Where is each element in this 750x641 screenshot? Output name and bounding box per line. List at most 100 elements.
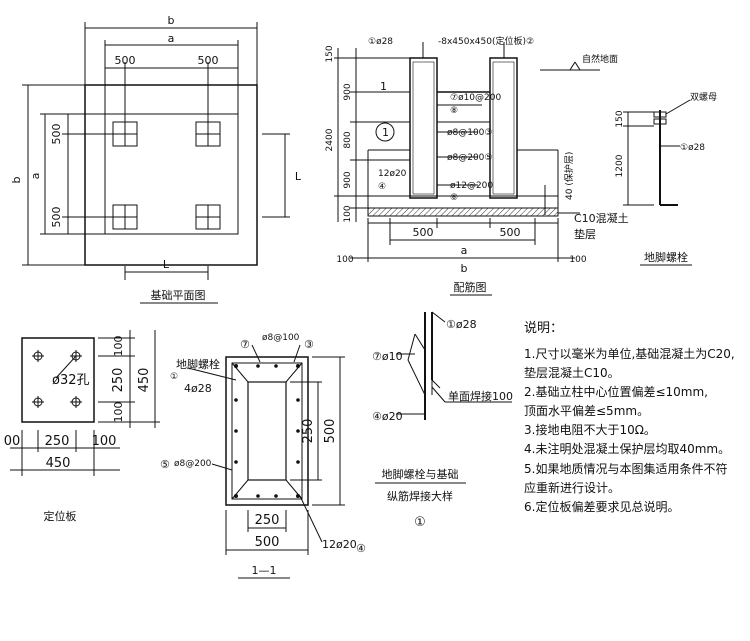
- rebar-label-cover: 40 (保护层): [563, 152, 575, 200]
- section-label-stirrup: ø8@100: [262, 333, 300, 343]
- rebar-label-stirrup-top: ⑦ø10@200: [450, 93, 501, 103]
- rebar-column-right: [489, 57, 518, 199]
- design-notes: 说明： 1.尺寸以毫米为单位,基础混凝土为C20, 垫层混凝土C10。 2.基础…: [524, 320, 746, 518]
- notes-item: 顶面水平偏差≤5mm。: [524, 404, 650, 419]
- rebar-label-bottom-num: ⑥: [450, 193, 458, 203]
- anchor-bolt-text: 双螺母 ①ø28 150 1200 地脚螺栓: [615, 92, 717, 264]
- rebar-label-stirrup-mid: ø8@100③: [447, 128, 492, 138]
- rebar-dim-a: a: [461, 244, 468, 257]
- section-label-bolt-spec: 4ø28: [184, 382, 212, 395]
- plan-inner-square: [104, 113, 239, 235]
- rebar-dim-900-bottom: 900: [343, 171, 353, 188]
- plate-title: 定位板: [44, 509, 77, 523]
- rebar-label-spacer: ø8@200⑤: [447, 153, 492, 163]
- plan-dim-500-side-bottom: 500: [50, 207, 63, 228]
- rebar-drawing: [334, 42, 600, 262]
- rebar-dim-500-left: 500: [413, 226, 434, 239]
- plate-dim-250-side: 250: [111, 368, 126, 393]
- rebar-dim-100-side: 100: [343, 205, 353, 222]
- section-title: 1—1: [252, 564, 277, 577]
- plan-dim-l-right: L: [295, 170, 302, 183]
- notes-item: 垫层混凝土C10。: [524, 365, 620, 380]
- plate-dim-100-top: 100: [112, 336, 125, 357]
- weld-label-weld: 单面焊接100: [448, 389, 513, 403]
- weld-title-line1: 地脚螺栓与基础: [382, 467, 459, 481]
- rebar-dim-100-right: 100: [569, 255, 586, 265]
- plan-outer-square: [84, 84, 258, 266]
- section-label-main: 12ø20: [322, 538, 357, 551]
- rebar-drawing-text: ①ø28 -8x450x450(定位板)② 自然地面 1 1 ⑦ø10@200 …: [325, 35, 629, 294]
- rebar-dim-2400: 2400: [325, 128, 335, 151]
- weld-detail-text: ①ø28 ⑦ø10 ④ø20 单面焊接100 地脚螺栓与基础 纵筋焊接大样 ①: [372, 318, 513, 530]
- weld-title-line2: 纵筋焊接大样: [387, 489, 453, 503]
- section-label-spacer: ø8@200: [174, 459, 212, 469]
- plan-dim-a-top: a: [168, 32, 175, 45]
- plan-title: 基础平面图: [151, 289, 206, 302]
- section-label-7: ⑦: [240, 338, 250, 351]
- notes-heading: 说明：: [524, 321, 564, 336]
- rebar-dim-800: 800: [343, 131, 353, 148]
- plan-dim-500-side-top: 500: [50, 124, 63, 145]
- rebar-dim-500-right: 500: [500, 226, 521, 239]
- plate-dim-450-side: 450: [137, 368, 152, 393]
- positioning-plate: [10, 330, 160, 476]
- section-1-1-text: 地脚螺栓 ① 4ø28 ⑦ ø8@100 ③ ⑤ ø8@200 12ø20 ④ …: [160, 333, 366, 577]
- rebar-dim-900-top: 900: [343, 83, 353, 100]
- section-1-1: [187, 344, 345, 579]
- notes-item: 应重新进行设计。: [524, 480, 621, 495]
- rebar-label-main: 12ø20: [378, 169, 407, 179]
- rebar-label-ring: ⑧: [450, 106, 458, 116]
- plan-dim-l-bottom: L: [163, 258, 170, 271]
- notes-item: 3.接地电阻不大于10Ω。: [524, 423, 656, 438]
- section-label-4: ④: [356, 542, 366, 555]
- weld-title-num: ①: [414, 515, 426, 530]
- anchor-label-nut: 双螺母: [690, 92, 717, 103]
- rebar-label-main-num: ④: [378, 182, 386, 192]
- weld-label-7: ⑦ø10: [372, 350, 403, 363]
- section-dim-250-side: 250: [301, 419, 316, 444]
- rebar-section-mark-circle: 1: [382, 126, 389, 139]
- plan-bolt-groups: [112, 121, 221, 230]
- plan-dim-b-side: b: [10, 176, 23, 183]
- rebar-section-mark-top: 1: [380, 80, 387, 93]
- notes-item: 5.如果地质情况与本图集适用条件不符: [524, 461, 728, 476]
- section-label-1: ①: [170, 372, 178, 382]
- foundation-plan: [22, 22, 290, 280]
- rebar-label-c10: C10混凝土: [574, 211, 629, 225]
- rebar-label-plate: -8x450x450(定位板)②: [438, 35, 534, 47]
- rebar-cushion: [367, 207, 559, 217]
- notes-item: 6.定位板偏差要求见总说明。: [524, 500, 680, 515]
- section-label-5: ⑤: [160, 458, 170, 471]
- plate-dim-450-bottom: 450: [46, 456, 71, 471]
- weld-label-4: ④ø20: [372, 410, 403, 423]
- rebar-label-bottom: ø12@200: [450, 181, 493, 191]
- notes-item: 2.基础立柱中心位置偏差≤10mm,: [524, 384, 708, 399]
- rebar-section-circle: [375, 122, 395, 142]
- rebar-title: 配筋图: [454, 280, 487, 294]
- plan-dim-500-right: 500: [198, 54, 219, 67]
- section-dim-250-bottom: 250: [255, 513, 280, 528]
- anchor-bolt: [623, 99, 691, 206]
- section-dim-500-side: 500: [323, 419, 338, 444]
- section-label-3: ③: [304, 338, 314, 351]
- plate-dim-250-bottom: 250: [45, 434, 70, 449]
- plate-dim-00: 00: [4, 434, 21, 449]
- rebar-base-pad: [367, 195, 559, 209]
- anchor-dim-150: 150: [615, 110, 625, 127]
- rebar-label-bolt: ①ø28: [368, 37, 393, 47]
- plan-dim-500-left: 500: [115, 54, 136, 67]
- rebar-dim-150: 150: [325, 45, 335, 62]
- rebar-label-pad: 垫层: [574, 227, 596, 241]
- anchor-dim-1200: 1200: [615, 154, 625, 177]
- notes-item: 4.未注明处混凝土保护层均取40mm。: [524, 442, 731, 457]
- anchor-label-bolt: ①ø28: [680, 143, 705, 153]
- rebar-label-ground: 自然地面: [582, 53, 618, 65]
- rebar-dim-b: b: [461, 262, 468, 275]
- weld-label-bolt: ①ø28: [446, 318, 477, 331]
- plate-label-hole: ø32孔: [52, 373, 90, 388]
- anchor-title: 地脚螺栓: [644, 250, 688, 264]
- section-label-bolt-name: 地脚螺栓: [176, 357, 220, 371]
- positioning-plate-text: ø32孔 100 250 100 450 00 250 100 450 定位板: [4, 336, 152, 524]
- weld-detail: [396, 311, 512, 420]
